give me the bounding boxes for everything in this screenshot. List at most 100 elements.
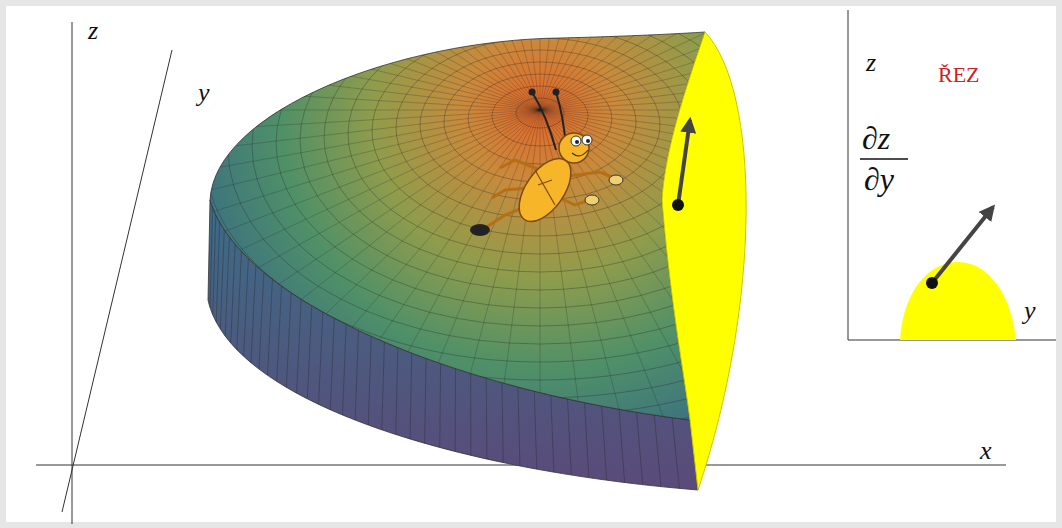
inset-z-axis — [848, 10, 849, 340]
side-grid-line — [259, 272, 264, 369]
side-grid-line — [602, 406, 607, 480]
grid-spoke — [286, 0, 540, 110]
bug-eye — [582, 135, 592, 145]
grid-spoke — [116, 110, 540, 393]
side-grid-line — [585, 403, 589, 478]
grid-spoke — [335, 0, 540, 110]
grid-spoke — [540, 0, 794, 110]
y-axis — [62, 50, 172, 512]
grid-spoke — [0, 75, 540, 110]
side-grid-line — [286, 293, 291, 388]
side-grid-line — [213, 215, 216, 315]
tangent-arrow — [932, 207, 993, 283]
grid-spoke — [335, 110, 540, 486]
grid-spoke — [20, 0, 540, 110]
side-grid-line — [244, 258, 249, 356]
grid-spoke — [0, 110, 540, 145]
bug-figure — [470, 89, 623, 237]
side-grid-line — [551, 395, 554, 472]
side-grid-line — [654, 415, 661, 487]
derivative-denominator: ∂y — [864, 163, 894, 195]
grid-spoke — [20, 110, 540, 310]
grid-spoke — [240, 0, 540, 110]
grid-spoke — [116, 0, 540, 110]
bug-hand — [585, 195, 599, 205]
grid-spoke — [540, 110, 1062, 145]
bug-pupil — [586, 139, 590, 143]
grid-spoke — [385, 110, 540, 496]
fraction-bar — [860, 158, 908, 160]
bug-smile — [572, 150, 588, 156]
grid-spoke — [196, 110, 540, 438]
side-grid-line — [297, 299, 302, 393]
side-grid-line — [502, 383, 503, 463]
side-grid-line — [342, 324, 346, 415]
side-grid-line — [368, 336, 371, 425]
antenna — [532, 92, 556, 150]
grid-spoke — [540, 110, 1062, 111]
side-grid-line — [568, 399, 572, 475]
side-grid-line — [330, 318, 334, 409]
bug-hand — [609, 175, 623, 185]
bug-body-marks — [535, 170, 555, 205]
grid-spoke — [540, 0, 1060, 110]
grid-spoke — [540, 0, 964, 110]
side-grid-line — [277, 286, 282, 381]
bug-leg — [568, 172, 614, 178]
grid-spoke — [49, 110, 540, 339]
grid-spoke — [154, 110, 540, 416]
derivative-numerator: ∂z — [862, 122, 890, 154]
cut-profile — [900, 262, 1016, 340]
grid-spoke — [540, 75, 1062, 110]
bug-eye — [571, 136, 581, 146]
grid-spoke — [385, 0, 540, 110]
grid-spoke — [488, 0, 540, 110]
grid-spoke — [0, 110, 540, 179]
side-grid-line — [220, 230, 224, 329]
axis-label: z — [88, 18, 98, 44]
grid-spoke — [540, 110, 1062, 179]
grid-spoke — [0, 41, 540, 110]
grid-spoke — [0, 0, 540, 110]
grid-spoke — [540, 0, 592, 110]
grid-spoke — [286, 110, 540, 473]
grid-spoke — [80, 110, 540, 367]
grid-spoke — [0, 110, 540, 279]
grid-spoke — [0, 6, 540, 110]
grid-spoke — [540, 0, 695, 110]
antenna-tip — [529, 89, 536, 96]
grid-spoke — [0, 110, 540, 247]
axis-label: y — [198, 80, 210, 106]
side-grid-line — [225, 237, 229, 336]
z-axis — [72, 22, 73, 524]
grid-spoke — [540, 110, 1031, 339]
point-dot — [926, 277, 938, 289]
side-grid-line — [672, 418, 679, 489]
axis-label: z — [866, 50, 876, 76]
side-grid-line — [210, 207, 213, 307]
side-grid-line — [425, 358, 426, 443]
grid-spoke — [436, 0, 540, 110]
side-grid-line — [216, 222, 220, 322]
side-grid-line — [455, 369, 456, 452]
grid-spoke — [49, 0, 540, 110]
side-grid-line — [319, 312, 323, 404]
side-grid-line — [307, 306, 311, 399]
grid-spoke — [540, 110, 1062, 214]
side-grid-line — [439, 364, 441, 448]
side-grid-line — [637, 412, 643, 484]
bug-shoe — [470, 224, 490, 236]
surface-grid — [0, 0, 1062, 510]
grid-spoke — [196, 0, 540, 110]
side-grid-line — [470, 373, 471, 455]
grid-spoke — [0, 110, 540, 111]
side-grid-line — [251, 265, 256, 362]
cut-section — [662, 32, 746, 490]
side-grid-line — [237, 251, 242, 349]
tangent-arrow — [678, 120, 690, 205]
paper — [6, 6, 1056, 522]
side-grid-line — [396, 348, 398, 435]
side-grid-line — [534, 391, 537, 469]
point-dot — [672, 199, 684, 211]
